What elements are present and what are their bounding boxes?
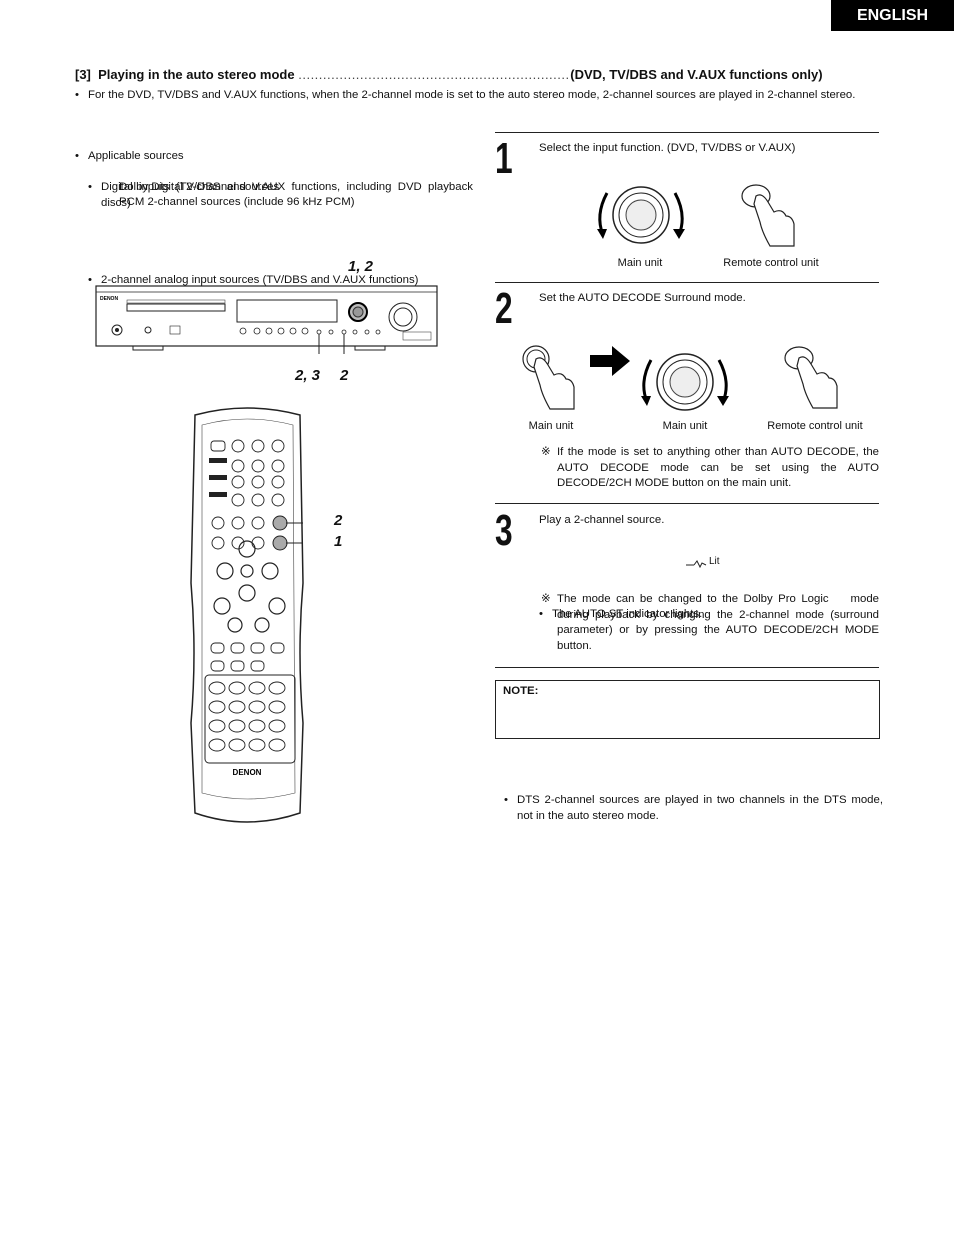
main-unit-press-hand-icon — [522, 345, 575, 410]
note-text-content: DTS 2-channel sources are played in two … — [517, 794, 883, 822]
lit-indicator-icon — [686, 560, 707, 569]
step3-rule — [495, 503, 879, 504]
heading-leader-dots: ........................................… — [298, 67, 570, 82]
panel-brand: DENON — [100, 296, 118, 302]
sources-heading-text: Applicable sources — [88, 149, 184, 162]
figure-label-bottom-left: 2, 3 — [295, 367, 321, 384]
step2-rule — [495, 282, 879, 283]
intro-paragraph: For the DVD, TV/DBS and V.AUX functions,… — [75, 88, 893, 104]
main-unit-knob-icon — [641, 353, 729, 411]
step2-note: If the mode is set to anything other tha… — [557, 446, 879, 489]
section-heading: [3] Playing in the auto stereo mode ....… — [75, 67, 880, 82]
step3-bottom-rule — [495, 667, 879, 668]
language-tab: ENGLISH — [831, 0, 954, 31]
note-text: DTS 2-channel sources are played in two … — [504, 793, 883, 824]
step3-text: Play a 2-channel source. — [539, 514, 665, 526]
arrow-right-icon — [590, 346, 630, 376]
section-title: Playing in the auto stereo mode — [98, 67, 295, 82]
step2-number: 2 — [495, 284, 513, 333]
figure-label-top: 1, 2 — [348, 258, 374, 275]
section-scope: (DVD, TV/DBS and V.AUX functions only) — [570, 67, 823, 82]
step2-text: Set the AUTO DECODE Surround mode. — [539, 292, 746, 304]
sources-pcm: PCM 2-channel sources (include 96 kHz PC… — [119, 196, 355, 208]
step3-note-mark: ※ — [541, 593, 551, 605]
step1-rule — [495, 132, 879, 133]
sources-digital: Digital inputs (TV/DBS and V.AUX functio… — [88, 180, 473, 211]
remote-press-hand-icon — [784, 346, 838, 409]
step3-note: The mode can be changed to the Dolby Pro… — [557, 593, 883, 652]
main-unit-knob-icon — [597, 186, 685, 244]
step3-bullet: The AUTO ST indicator lights. — [539, 607, 954, 623]
step3-number: 3 — [495, 506, 513, 555]
sources-analog-text: 2-channel analog input sources (TV/DBS a… — [101, 274, 419, 286]
step2-caption-main-1: Main unit — [528, 420, 574, 432]
sources-heading: Applicable sources — [75, 149, 473, 165]
step1-caption-main: Main unit — [617, 257, 663, 269]
remote-label-2: 2 — [334, 512, 343, 529]
step3-bullet-text: The AUTO ST indicator lights. — [552, 607, 703, 620]
step2-note-mark: ※ — [541, 446, 551, 458]
step1-number: 1 — [495, 134, 513, 183]
sources-dolby: Dolby Digital 2-channel sources — [119, 181, 280, 193]
remote-label-1: 1 — [334, 533, 343, 550]
lit-label: Lit — [709, 556, 720, 567]
note-title: NOTE: — [503, 685, 539, 697]
remote-control-figure: DENON — [190, 407, 304, 823]
sources-analog: 2-channel analog input sources (TV/DBS a… — [88, 273, 473, 289]
step2-caption-main-2: Main unit — [662, 420, 708, 432]
remote-brand: DENON — [233, 768, 262, 777]
intro-text: For the DVD, TV/DBS and V.AUX functions,… — [88, 89, 856, 101]
main-unit-front-panel: DENON — [95, 285, 438, 354]
sources-digital-text: Digital inputs (TV/DBS and V.AUX functio… — [101, 181, 473, 209]
step1-caption-remote: Remote control unit — [723, 257, 819, 269]
step1-text: Select the input function. (DVD, TV/DBS … — [539, 142, 796, 154]
step2-caption-remote: Remote control unit — [767, 420, 863, 432]
remote-press-hand-icon — [741, 184, 795, 247]
figure-label-bottom-right: 2 — [340, 367, 349, 384]
section-number: [3] — [75, 67, 91, 82]
note-box — [495, 680, 880, 739]
